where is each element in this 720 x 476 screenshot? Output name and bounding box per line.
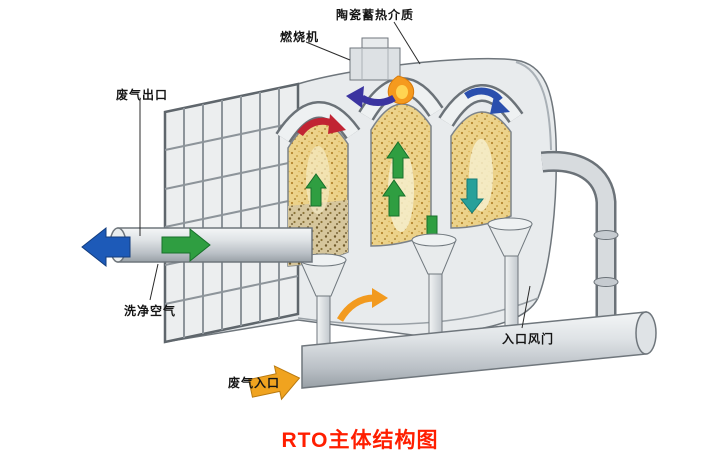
flow-arrow-orange-chamber1 — [336, 288, 388, 322]
flow-arrow-blue-exit — [81, 226, 131, 268]
leader-clean-air — [149, 263, 159, 301]
leader-lines — [139, 21, 531, 329]
diagram-title: RTO主体结构图 — [281, 429, 439, 452]
label-clean-air: 洗净空气 — [124, 304, 177, 318]
flow-arrow-red — [297, 114, 346, 137]
label-burner: 燃烧机 — [280, 30, 320, 44]
flame-icon — [387, 75, 415, 105]
flow-arrow-up-2 — [382, 179, 406, 217]
label-ceramic-media: 陶瓷蓄热介质 — [336, 8, 415, 22]
leader-inlet-damper — [521, 285, 531, 329]
flow-arrow-down-teal — [459, 178, 485, 214]
flow-arrow-blue-topright — [464, 87, 510, 114]
ceramic-chamber-3 — [450, 111, 512, 229]
flow-arrow-orange-inlet — [248, 365, 301, 401]
damper-funnel-1 — [299, 253, 347, 347]
label-exhaust-inlet: 废气入口 — [228, 376, 281, 390]
right-pipe — [540, 150, 619, 322]
damper-funnel-3 — [487, 217, 533, 327]
label-exhaust-outlet: 废气出口 — [116, 88, 169, 102]
outlet-pipe — [109, 227, 313, 263]
flow-arrow-up-3 — [305, 173, 327, 207]
flow-arrow-green-outlet — [161, 227, 211, 263]
leader-ceramic — [393, 21, 421, 65]
flow-arrow-up-1 — [386, 141, 410, 179]
flow-arrow-purple-top — [346, 86, 396, 108]
label-inlet-damper: 入口风门 — [502, 332, 555, 346]
inlet-pipe — [301, 311, 657, 389]
grid-face — [163, 82, 300, 344]
burner-box — [349, 37, 401, 81]
damper-funnel-2 — [411, 233, 457, 335]
leader-burner — [305, 41, 351, 61]
